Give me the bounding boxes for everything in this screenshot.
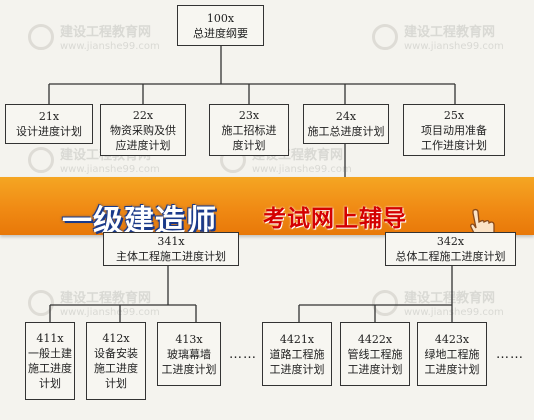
node-label: 施工总进度计划: [307, 125, 385, 138]
plan-node-4422x: 4422x 管线工程施 工进度计划: [340, 322, 410, 386]
plan-node-4421x: 4421x 道路工程施 工进度计划: [262, 322, 332, 386]
plan-node-411x: 411x 一般土建 施工进度 计划: [25, 322, 75, 400]
node-label: 设计进度计划: [16, 125, 82, 138]
watermark: 建设工程教育网 www.jianshe99.com: [60, 26, 160, 54]
node-label: 绿地工程施 工进度计划: [424, 347, 480, 376]
watermark-url: www.jianshe99.com: [404, 307, 504, 318]
node-code: 25x: [443, 108, 465, 122]
node-label: 设备安装 施工进度 计划: [94, 347, 138, 390]
node-code: 100x: [206, 11, 235, 25]
watermark: 建设工程教育网 www.jianshe99.com: [404, 292, 504, 320]
node-code: 24x: [335, 110, 357, 123]
plan-node-341x: 341x 主体工程施工进度计划: [103, 232, 239, 266]
watermark: 建设工程教育网 www.jianshe99.com: [60, 292, 160, 320]
node-code: 4423x: [434, 332, 470, 346]
ellipsis-left: ……: [229, 347, 257, 362]
node-label: 玻璃幕墙 工进度计划: [161, 347, 217, 376]
ellipsis-right: ……: [496, 347, 524, 362]
node-label: 道路工程施 工进度计划: [269, 347, 325, 376]
watermark-logo-icon: [28, 290, 54, 316]
node-code: 4421x: [279, 332, 315, 346]
watermark-site: 建设工程教育网: [60, 291, 152, 306]
watermark-url: www.jianshe99.com: [60, 41, 160, 52]
watermark-logo-icon: [28, 147, 54, 173]
node-code: 21x: [38, 110, 60, 123]
node-code: 23x: [238, 108, 260, 122]
plan-node-25x: 25x 项目动用准备 工作进度计划: [403, 104, 505, 156]
node-label: 施工招标进 度计划: [221, 123, 277, 152]
node-label: 项目动用准备 工作进度计划: [421, 123, 487, 152]
node-label: 主体工程施工进度计划: [116, 250, 226, 263]
watermark-url: www.jianshe99.com: [252, 164, 352, 175]
root-node: 100x 总进度纲要: [177, 5, 264, 46]
node-label: 总进度纲要: [193, 26, 248, 40]
promo-banner[interactable]: [0, 177, 534, 235]
plan-node-342x: 342x 总体工程施工进度计划: [385, 232, 516, 266]
watermark-url: www.jianshe99.com: [404, 41, 504, 52]
banner-subtitle: 考试网上辅导: [263, 206, 407, 232]
node-code: 342x: [436, 235, 465, 248]
plan-node-413x: 413x 玻璃幕墙 工进度计划: [157, 322, 221, 386]
watermark-url: www.jianshe99.com: [60, 164, 160, 175]
watermark-site: 建设工程教育网: [404, 25, 496, 40]
node-code: 413x: [175, 332, 203, 346]
watermark-site: 建设工程教育网: [60, 25, 152, 40]
node-label: 管线工程施 工进度计划: [347, 347, 403, 376]
node-code: 412x: [102, 332, 130, 345]
plan-node-24x: 24x 施工总进度计划: [303, 104, 389, 144]
plan-node-412x: 412x 设备安装 施工进度 计划: [86, 322, 146, 400]
node-label: 总体工程施工进度计划: [395, 250, 506, 263]
node-code: 341x: [157, 235, 185, 248]
plan-node-22x: 22x 物资采购及供 应进度计划: [100, 104, 186, 156]
plan-node-4423x: 4423x 绿地工程施 工进度计划: [417, 322, 487, 386]
watermark-logo-icon: [28, 24, 54, 50]
plan-node-23x: 23x 施工招标进 度计划: [209, 104, 289, 156]
plan-node-21x: 21x 设计进度计划: [5, 104, 93, 144]
watermark-site: 建设工程教育网: [404, 291, 496, 306]
node-label: 物资采购及供 应进度计划: [110, 123, 176, 152]
node-code: 4422x: [357, 332, 393, 346]
watermark-logo-icon: [372, 290, 398, 316]
node-code: 22x: [132, 108, 154, 122]
watermark-logo-icon: [372, 24, 398, 50]
watermark-url: www.jianshe99.com: [60, 307, 160, 318]
watermark: 建设工程教育网 www.jianshe99.com: [404, 26, 504, 54]
node-label: 一般土建 施工进度 计划: [28, 347, 72, 390]
node-code: 411x: [36, 332, 64, 345]
